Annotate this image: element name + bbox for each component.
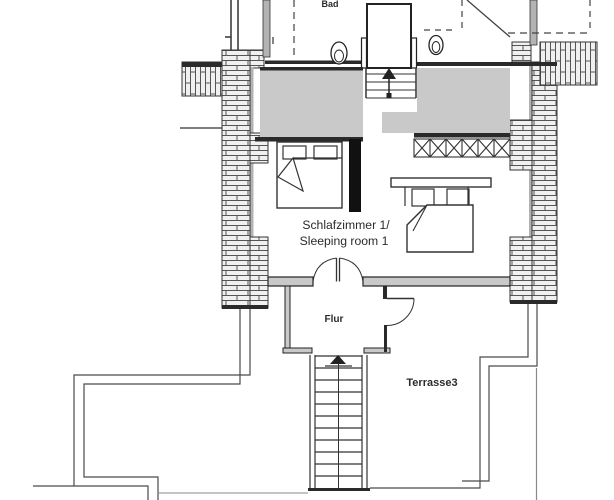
bedroom-south-wall	[267, 276, 511, 287]
sink-icon	[428, 34, 444, 56]
wardrobe-right	[382, 68, 510, 138]
right-exterior-wall	[509, 61, 558, 304]
right-upper-wall	[511, 0, 598, 86]
bed-1	[276, 141, 343, 209]
stairs-down-arrow-icon	[325, 355, 352, 367]
flur-walls	[282, 285, 391, 354]
chimney-icon	[349, 139, 361, 212]
bed-2	[390, 177, 492, 253]
room-label-bad: Bad	[321, 0, 338, 9]
staircase-down	[308, 355, 370, 491]
door-swing-icon	[386, 297, 415, 326]
room-label-sleeping-room: Sleeping room 1	[300, 234, 389, 248]
room-label-schlafzimmer: Schlafzimmer 1/	[302, 218, 390, 232]
roof-slope-lines	[293, 0, 591, 60]
left-exterior-wall	[221, 49, 269, 309]
double-door-swing-icon	[312, 257, 364, 282]
bath-partition-walls	[265, 60, 557, 66]
toilet-icon	[330, 41, 348, 65]
room-label-flur: Flur	[325, 314, 344, 325]
terrace-outline-left	[33, 302, 308, 500]
room-label-terrasse: Terrasse3	[406, 377, 457, 389]
x-balustrade-icon	[413, 138, 511, 158]
stairs-up-arrow-icon	[382, 68, 396, 98]
staircase-up	[360, 3, 418, 99]
wardrobe-left	[255, 67, 363, 142]
terrace-outline-right	[370, 302, 538, 500]
